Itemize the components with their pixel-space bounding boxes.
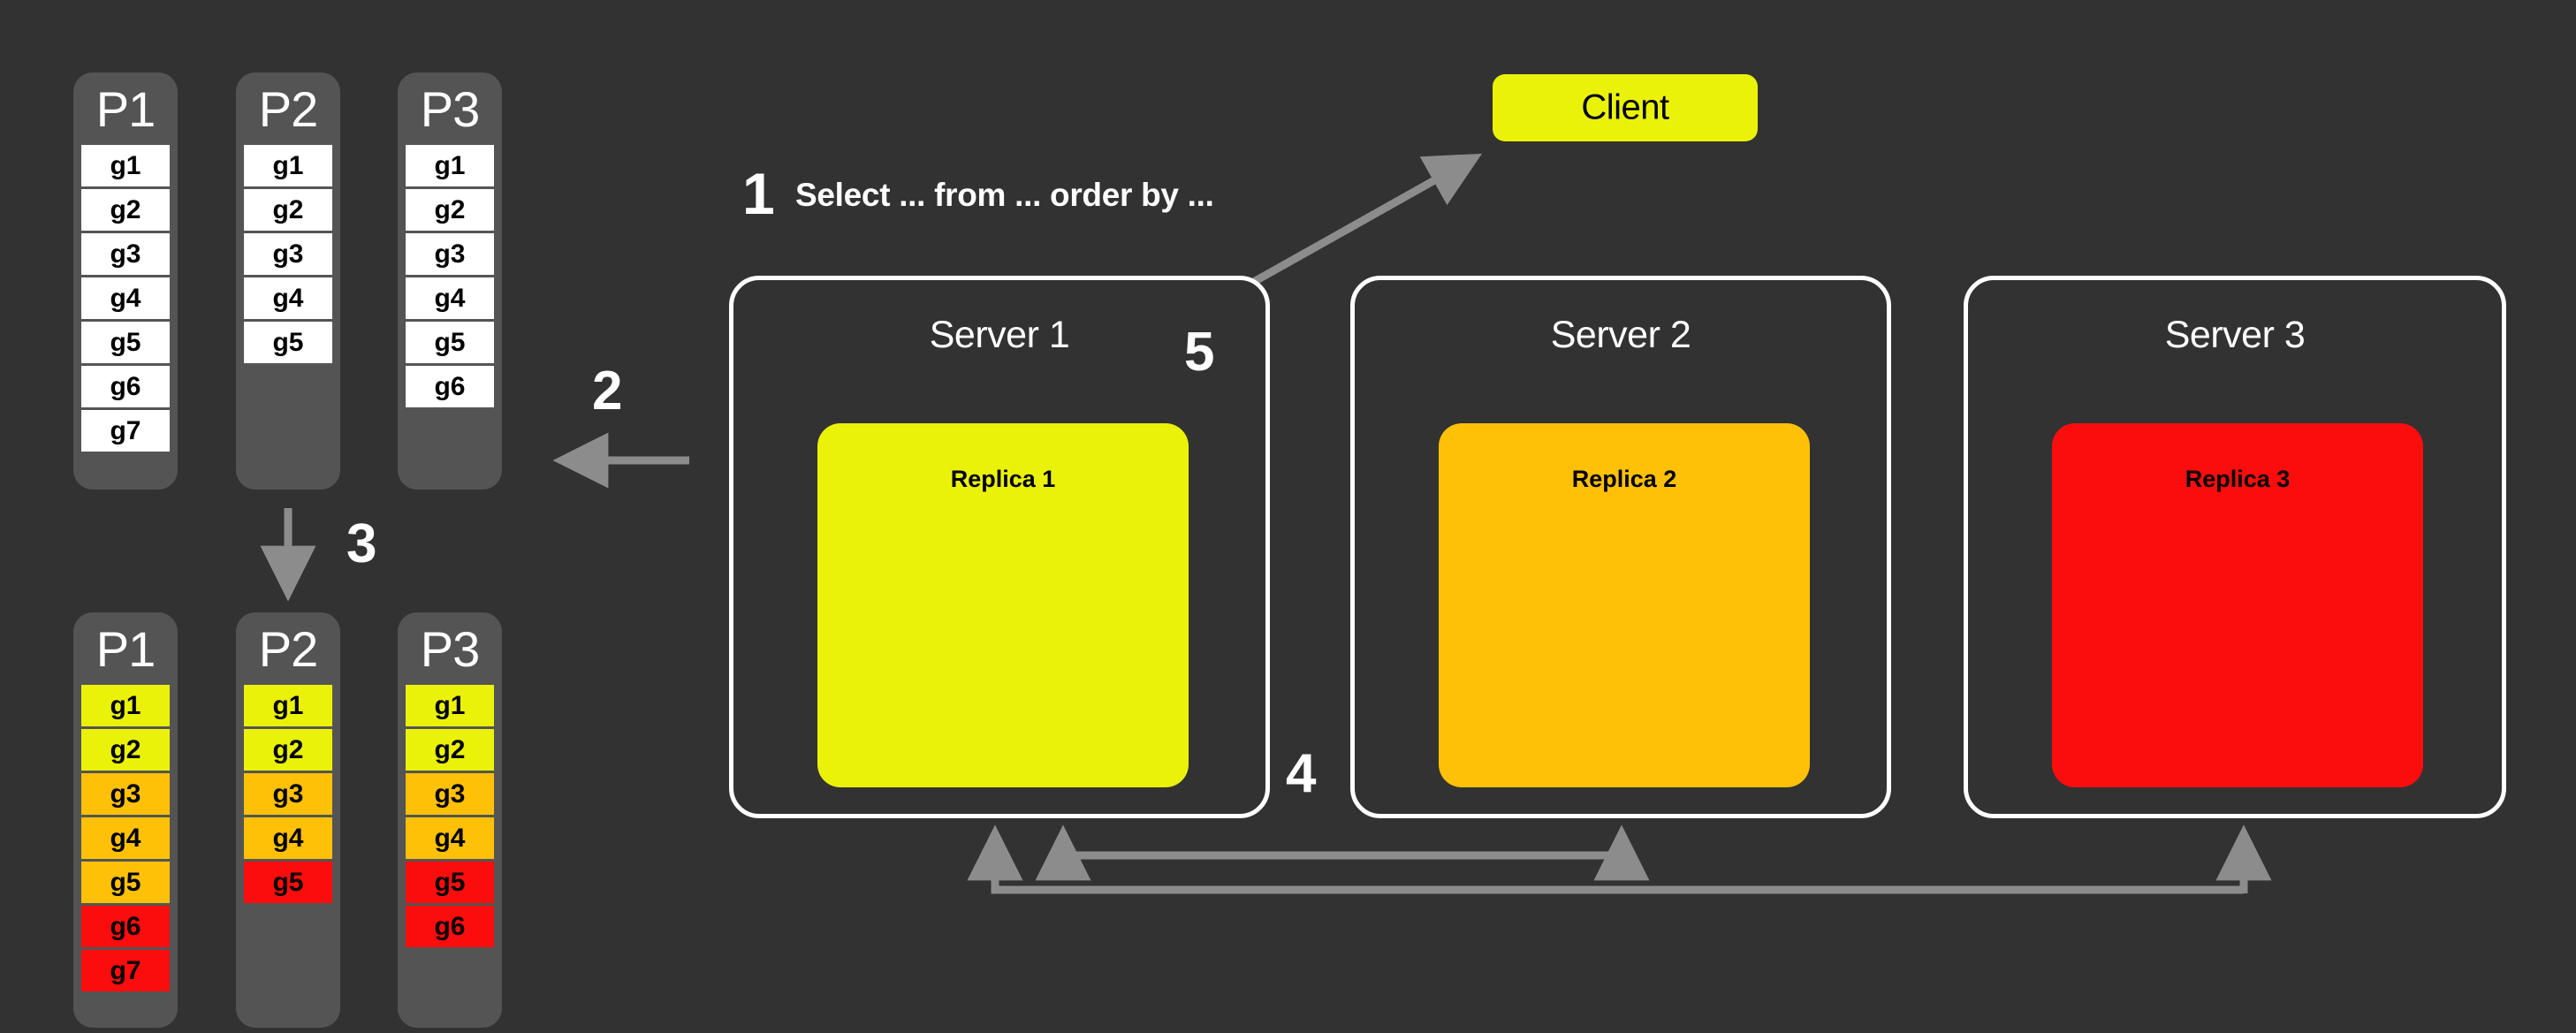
partition-cell[interactable]: g1 <box>244 685 332 726</box>
partition-cell[interactable]: g2 <box>406 729 494 771</box>
partition-cell[interactable]: g1 <box>406 145 494 186</box>
replica-label: Replica 3 <box>2185 466 2291 492</box>
partition-cell[interactable]: g4 <box>244 817 332 859</box>
partition-title: P3 <box>420 81 481 137</box>
partition-cell[interactable]: g5 <box>244 322 332 363</box>
replica-box-3[interactable]: Replica 3 <box>2052 423 2423 787</box>
partition-column-top-p1[interactable]: P1 g1 g2 g3 g4 g5 g6 g7 <box>73 72 178 490</box>
partition-cell[interactable]: g5 <box>406 862 494 903</box>
step-marker-2: 2 <box>592 361 623 422</box>
partition-column-bottom-p1[interactable]: P1 g1 g2 g3 g4 g5 g6 g7 <box>73 612 178 1028</box>
partition-cell[interactable]: g3 <box>244 773 332 815</box>
replica-label: Replica 2 <box>1571 466 1677 492</box>
partition-column-bottom-p2[interactable]: P2 g1 g2 g3 g4 g5 <box>236 612 340 1028</box>
partition-cell[interactable]: g5 <box>406 322 494 363</box>
server-title: Server 3 <box>2164 314 2306 356</box>
client-label: Client <box>1581 87 1669 127</box>
partition-cell[interactable]: g3 <box>406 773 494 815</box>
partition-column-top-p2[interactable]: P2 g1 g2 g3 g4 g5 <box>236 72 340 490</box>
arrow-server2-to-server1 <box>1035 824 1622 881</box>
arrow-server3-to-server1 <box>967 824 2272 894</box>
client-box[interactable]: Client <box>1493 74 1758 141</box>
server-panel-1[interactable]: Server 1 Replica 1 <box>729 276 1270 818</box>
partition-cell[interactable]: g2 <box>406 189 494 231</box>
partition-cell[interactable]: g2 <box>81 189 170 231</box>
partition-cell[interactable]: g4 <box>81 277 170 319</box>
partition-title: P3 <box>420 621 481 677</box>
replica-box-2[interactable]: Replica 2 <box>1439 423 1810 787</box>
step-marker-3: 3 <box>346 513 377 574</box>
partition-cell[interactable]: g4 <box>406 817 494 859</box>
partition-cell[interactable]: g3 <box>81 233 170 275</box>
partition-cell[interactable]: g4 <box>244 277 332 319</box>
partition-cell[interactable]: g1 <box>406 685 494 726</box>
partition-cell[interactable]: g2 <box>244 189 332 231</box>
server-title: Server 1 <box>929 314 1070 356</box>
partition-cell[interactable]: g1 <box>81 685 170 726</box>
partition-cell[interactable]: g5 <box>81 322 170 363</box>
partition-title: P2 <box>258 621 319 677</box>
partition-title: P1 <box>95 621 156 677</box>
partition-cell[interactable]: g7 <box>81 950 170 991</box>
partition-cell[interactable]: g2 <box>81 729 170 771</box>
partition-cell[interactable]: g1 <box>244 145 332 186</box>
step-marker-1: 1 <box>742 161 775 226</box>
partition-title: P1 <box>95 81 156 137</box>
server-panel-2[interactable]: Server 2 Replica 2 <box>1350 276 1891 818</box>
partition-cell[interactable]: g6 <box>81 906 170 947</box>
server-panel-3[interactable]: Server 3 Replica 3 <box>1964 276 2506 818</box>
partition-column-top-p3[interactable]: P3 g1 g2 g3 g4 g5 g6 <box>398 72 502 490</box>
partition-cell[interactable]: g2 <box>244 729 332 771</box>
replica-label: Replica 1 <box>950 466 1056 492</box>
partition-cell[interactable]: g3 <box>244 233 332 275</box>
partition-cell[interactable]: g1 <box>81 145 170 186</box>
replica-box-1[interactable]: Replica 1 <box>817 423 1189 787</box>
partition-column-bottom-p3[interactable]: P3 g1 g2 g3 g4 g5 g6 <box>398 612 502 1028</box>
partition-cell[interactable]: g7 <box>81 410 170 452</box>
partition-cell[interactable]: g4 <box>406 277 494 319</box>
partition-cell[interactable]: g6 <box>406 906 494 947</box>
partition-cell[interactable]: g4 <box>81 817 170 859</box>
partition-cell[interactable]: g3 <box>81 773 170 815</box>
partition-cell[interactable]: g6 <box>81 366 170 407</box>
partition-cell[interactable]: g3 <box>406 233 494 275</box>
partition-title: P2 <box>258 81 319 137</box>
partition-cell[interactable]: g6 <box>406 366 494 407</box>
partition-cell[interactable]: g5 <box>244 862 332 903</box>
step-marker-5: 5 <box>1184 322 1215 383</box>
step-marker-4: 4 <box>1286 743 1317 804</box>
partition-cell[interactable]: g5 <box>81 862 170 903</box>
server-title: Server 2 <box>1550 314 1691 356</box>
query-caption: Select ... from ... order by ... <box>795 177 1214 213</box>
